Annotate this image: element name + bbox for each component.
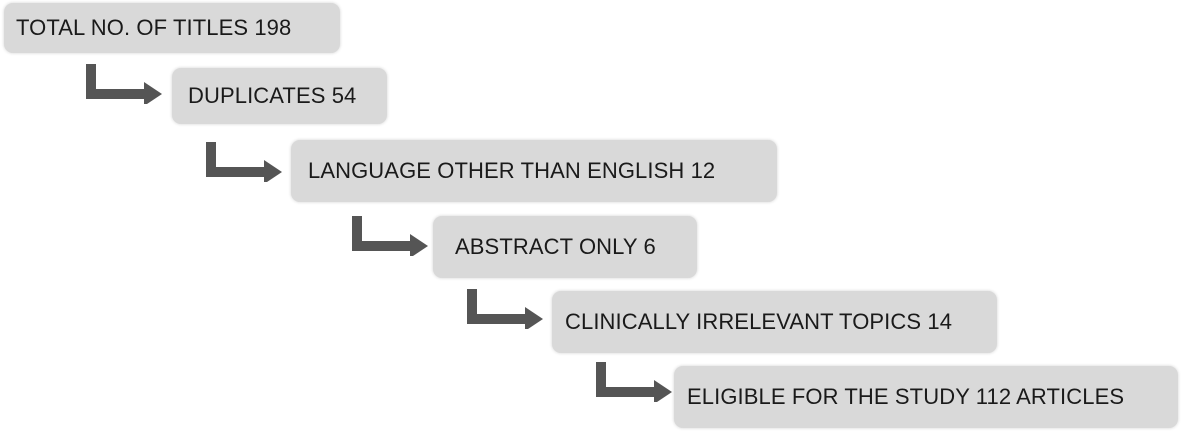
elbow-arrow-icon (465, 289, 545, 329)
step-label: ABSTRACT ONLY 6 (455, 234, 656, 259)
step-box-clinically-irrelevant: CLINICALLY IRRELEVANT TOPICS 14 (552, 291, 997, 353)
elbow-arrow-icon (84, 64, 164, 104)
elbow-arrow-icon (204, 142, 284, 182)
elbow-arrow-icon (594, 362, 674, 402)
step-box-eligible: ELIGIBLE FOR THE STUDY 112 ARTICLES (674, 366, 1178, 428)
step-box-total-titles: TOTAL NO. OF TITLES 198 (4, 3, 340, 53)
elbow-arrow-icon (350, 216, 430, 256)
step-box-language: LANGUAGE OTHER THAN ENGLISH 12 (291, 140, 777, 202)
step-box-abstract-only: ABSTRACT ONLY 6 (433, 216, 697, 278)
step-label: DUPLICATES 54 (188, 83, 357, 108)
step-label: TOTAL NO. OF TITLES 198 (16, 15, 292, 40)
step-box-duplicates: DUPLICATES 54 (172, 68, 387, 124)
step-label: ELIGIBLE FOR THE STUDY 112 ARTICLES (687, 384, 1125, 409)
step-label: LANGUAGE OTHER THAN ENGLISH 12 (308, 158, 716, 183)
step-label: CLINICALLY IRRELEVANT TOPICS 14 (565, 309, 953, 334)
